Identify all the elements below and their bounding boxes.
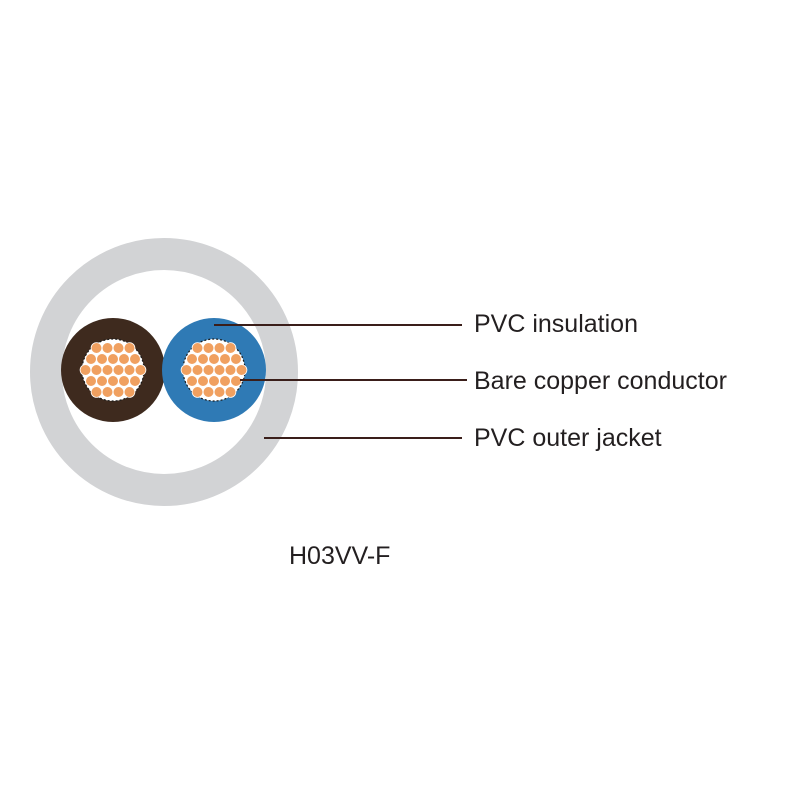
copper-strand: [96, 353, 108, 365]
copper-strand: [230, 353, 242, 365]
copper-strand: [213, 364, 226, 376]
copper-strand: [90, 342, 103, 354]
copper-strand: [224, 364, 237, 376]
blue-core-conductor: [180, 338, 248, 402]
copper-strand: [107, 353, 119, 365]
copper-strand: [101, 386, 114, 398]
copper-strand: [230, 375, 242, 387]
copper-strand: [208, 375, 220, 387]
copper-strand: [112, 364, 125, 376]
copper-strand: [90, 364, 103, 376]
label-bare-copper-conductor: Bare copper conductor: [474, 367, 727, 395]
copper-strand: [96, 375, 108, 387]
copper-strand: [79, 364, 92, 376]
copper-strand: [191, 342, 204, 354]
copper-strand: [235, 364, 248, 376]
copper-strand: [101, 342, 114, 354]
copper-strand: [112, 386, 125, 398]
copper-strand: [219, 353, 231, 365]
copper-strand: [101, 364, 114, 376]
copper-strand: [213, 342, 226, 354]
copper-strand: [202, 386, 215, 398]
copper-strand: [112, 342, 125, 354]
copper-strand: [186, 375, 198, 387]
copper-strand: [134, 364, 147, 376]
copper-strand: [118, 375, 130, 387]
label-pvc-outer-jacket: PVC outer jacket: [474, 424, 662, 452]
copper-strand: [224, 342, 237, 354]
copper-strand: [208, 353, 220, 365]
copper-strand: [191, 386, 204, 398]
copper-strand: [180, 364, 193, 376]
copper-strand: [197, 375, 209, 387]
copper-strand: [202, 364, 215, 376]
copper-strand: [186, 353, 198, 365]
label-pvc-insulation: PVC insulation: [474, 310, 638, 338]
copper-strand: [123, 364, 136, 376]
copper-strand: [118, 353, 130, 365]
copper-strand: [219, 375, 231, 387]
copper-strand: [213, 386, 226, 398]
copper-strand: [202, 342, 215, 354]
copper-strand: [90, 386, 103, 398]
brown-core-conductor: [79, 338, 147, 402]
copper-strand: [85, 375, 97, 387]
copper-strand: [191, 364, 204, 376]
copper-strand: [197, 353, 209, 365]
cable-type-caption: H03VV-F: [289, 542, 391, 570]
copper-strand: [224, 386, 237, 398]
copper-strand: [129, 375, 141, 387]
copper-strand: [129, 353, 141, 365]
copper-strand: [85, 353, 97, 365]
copper-strand: [123, 386, 136, 398]
outer-jacket: [30, 238, 298, 506]
copper-strand: [123, 342, 136, 354]
copper-strand: [107, 375, 119, 387]
